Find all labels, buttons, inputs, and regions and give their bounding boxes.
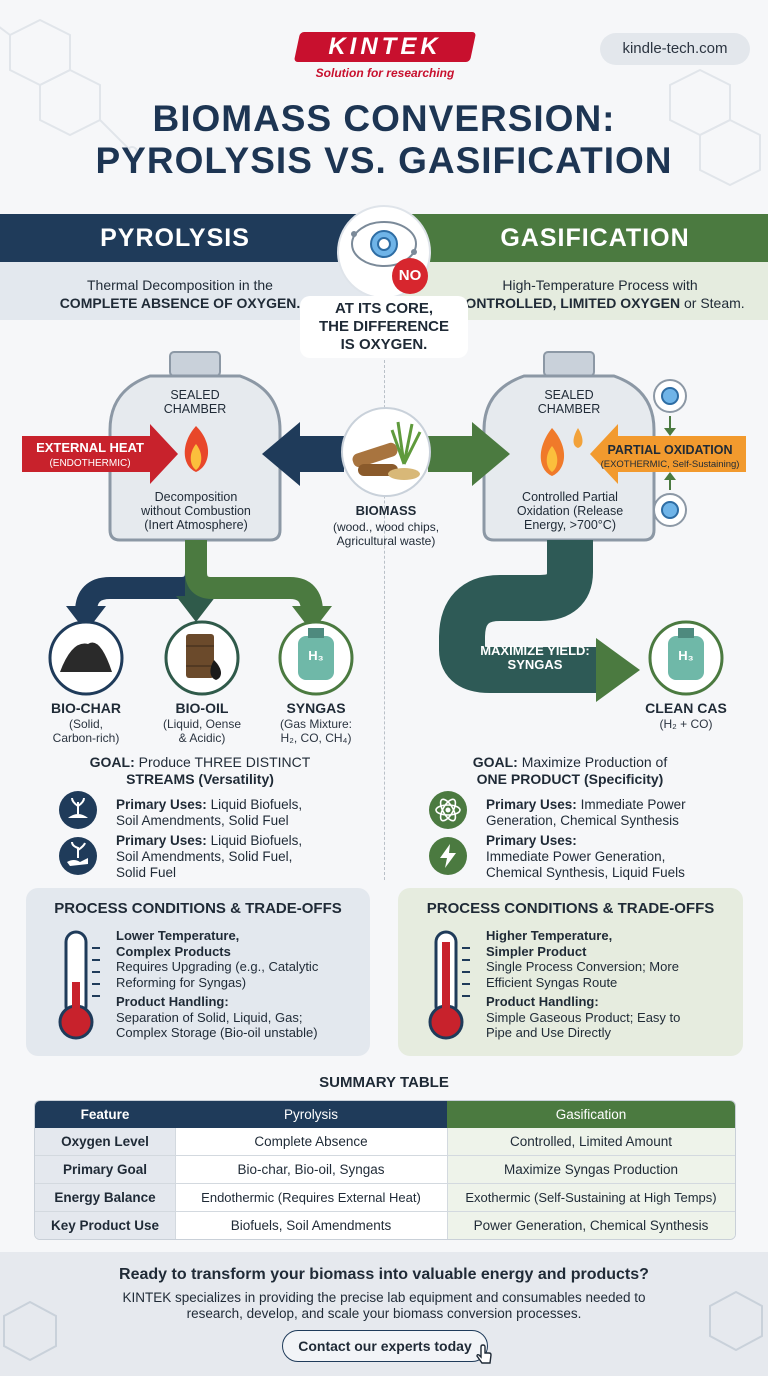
table-header-bg-gasification (447, 1101, 735, 1128)
bio-oil-desc: (Liquid, Oense& Acidic) (162, 717, 242, 745)
biomass-label: BIOMASS (355, 503, 417, 518)
gasification-heading: GASIFICATION (500, 224, 690, 252)
external-heat-label: EXTERNAL HEAT (36, 440, 144, 455)
table-row-feature: Key Product Use (50, 1218, 160, 1233)
biomass-icon (341, 407, 431, 497)
summary-table: Feature Pyrolysis Gasification Oxygen Le… (34, 1100, 736, 1240)
bio-char-desc: (Solid,Carbon-rich) (52, 717, 120, 745)
table-cell-gasification: Power Generation, Chemical Synthesis (473, 1218, 709, 1233)
gasification-use-2: Primary Uses: Immediate Power Generation… (486, 833, 685, 880)
syngas-desc: (Gas Mixture:H₂, CO, CH₄) (279, 717, 352, 745)
gasification-banner (384, 214, 768, 262)
gasification-conditions-text: Higher Temperature, Simpler Product Sing… (486, 928, 681, 1040)
brand-logo: KINTEK (328, 33, 442, 60)
table-cell-gasification: Controlled, Limited Amount (509, 1134, 673, 1149)
partial-oxidation-label: PARTIAL OXIDATION (607, 443, 733, 457)
page-title-line1: BIOMASS CONVERSION: (152, 98, 616, 139)
bio-oil-name: BIO-OIL (175, 700, 229, 716)
pyrolysis-goal: GOAL: Produce THREE DISTINCT STREAMS (Ve… (89, 754, 311, 787)
molecule-pattern-footer (3, 1290, 763, 1362)
table-cell-pyrolysis: Complete Absence (254, 1134, 368, 1149)
pyrolysis-banner (0, 214, 384, 262)
table-row-feature: Primary Goal (62, 1162, 148, 1177)
table-header-pyrolysis: Pyrolysis (283, 1107, 338, 1122)
syngas-name: SYNGAS (286, 700, 346, 716)
exothermic-label: (EXOTHERMIC, Self-Sustaining) (600, 459, 740, 470)
gasification-goal: GOAL: Maximize Production of ONE PRODUCT… (472, 754, 668, 787)
table-header-gasification: Gasification (555, 1107, 627, 1122)
table-divider (35, 1155, 735, 1156)
soil-icon (59, 791, 97, 829)
pyrolysis-use-2: Primary Uses: Liquid Biofuels, Soil Amen… (116, 833, 303, 880)
gasification-subtitle: High-Temperature Process with CONTROLLED… (455, 277, 745, 311)
syngas-tank-icon (278, 620, 354, 696)
bio-char-name: BIO-CHAR (51, 700, 121, 716)
pyrolysis-panel-title: PROCESS CONDITIONS & TRADE-OFFS (54, 900, 342, 917)
pyrolysis-heading: PYROLYSIS (100, 224, 250, 252)
table-divider (175, 1128, 176, 1239)
table-divider (35, 1183, 735, 1184)
table-header-feature: Feature (80, 1107, 130, 1122)
table-cell-pyrolysis: Endothermic (Requires External Heat) (201, 1190, 421, 1205)
contact-experts-button[interactable]: Contact our experts today (282, 1330, 488, 1362)
table-header-bg-feature (35, 1101, 175, 1128)
table-divider (35, 1211, 735, 1212)
summary-table-title: SUMMARY TABLE (319, 1074, 449, 1091)
brand-tagline: Solution for researching (315, 66, 455, 80)
biomass-to-gasification-arrow (428, 422, 510, 486)
pyrolysis-use-1: Primary Uses: Liquid Biofuels, Soil Amen… (116, 797, 303, 828)
gasification-panel-title: PROCESS CONDITIONS & TRADE-OFFS (426, 900, 715, 917)
table-cell-pyrolysis: Bio-char, Bio-oil, Syngas (237, 1162, 385, 1177)
high-thermometer-icon (428, 930, 470, 1040)
table-cell-pyrolysis: Biofuels, Soil Amendments (230, 1218, 392, 1233)
page-title-line2: PYROLYSIS VS. GASIFICATION (95, 140, 673, 181)
pyrolysis-subtitle: Thermal Decomposition in the COMPLETE AB… (59, 277, 301, 311)
endothermic-label: (ENDOTHERMIC) (49, 458, 131, 469)
partial-oxidation-arrow (590, 424, 746, 484)
site-url[interactable]: kindle-tech.com (600, 33, 750, 65)
lightning-icon (429, 837, 467, 875)
center-divider (384, 360, 385, 880)
low-thermometer-icon (58, 930, 100, 1040)
no-oxygen-badge: NO (392, 258, 428, 294)
biomass-to-pyrolysis-arrow (262, 422, 344, 486)
process-diagram (22, 351, 746, 702)
atom-icon (429, 791, 467, 829)
clean-gas-tank-label: H₃ (678, 648, 694, 663)
biomass-desc: (wood., wood chips,Agricultural waste) (332, 520, 440, 548)
molecule-pattern (0, 18, 761, 187)
cursor-hand-icon (476, 1344, 492, 1364)
core-difference-text: AT ITS CORE, THE DIFFERENCE IS OXYGEN. (300, 296, 468, 358)
bio-char-icon (48, 620, 124, 696)
clean-gas-name: CLEAN CAS (645, 700, 727, 716)
clean-gas-tank-icon (648, 620, 724, 696)
clean-gas-desc: (H₂ + CO) (659, 717, 713, 731)
bio-oil-icon (164, 620, 240, 696)
table-cell-gasification: Exothermic (Self-Sustaining at High Temp… (465, 1190, 717, 1205)
external-heat-arrow (22, 424, 178, 484)
table-divider (447, 1128, 448, 1239)
table-header-bg-pyrolysis (175, 1101, 447, 1128)
footer-body: KINTEK specializes in providing the prec… (122, 1290, 646, 1321)
gasification-use-1: Primary Uses: Immediate Power Generation… (486, 797, 686, 828)
maximize-yield-label: MAXIMIZE YIELD:SYNGAS (480, 643, 590, 672)
syngas-tank-label: H₃ (308, 648, 324, 663)
pyrolysis-conditions-text: Lower Temperature, Complex Products Requ… (116, 928, 319, 1040)
table-cell-gasification: Maximize Syngas Production (503, 1162, 679, 1177)
pyrolysis-chamber-icon (108, 351, 282, 542)
oxygen-atom-small-icon (653, 379, 687, 527)
table-row-feature: Oxygen Level (61, 1134, 149, 1149)
footer-headline: Ready to transform your biomass into val… (119, 1266, 649, 1283)
table-row-feature: Energy Balance (54, 1190, 156, 1205)
gasification-chamber-icon (482, 351, 656, 542)
hand-plant-icon (59, 837, 97, 875)
